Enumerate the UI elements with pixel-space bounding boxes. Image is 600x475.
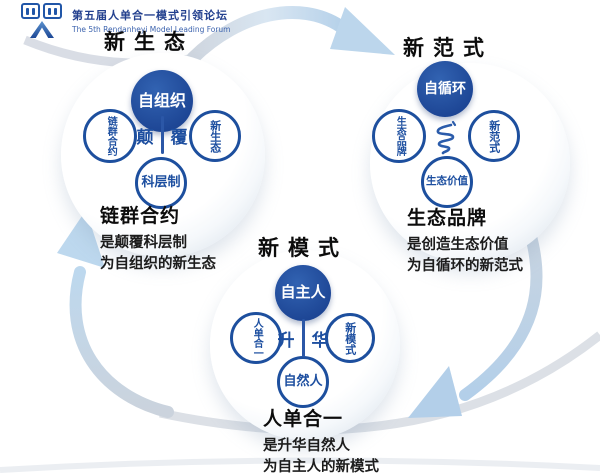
node-chain-group-contract: 链群合约 <box>83 109 137 163</box>
forum-logo: 第五届人单合一模式引领论坛 The 5th Rendanheyi Model L… <box>20 3 231 43</box>
spiral-icon <box>430 120 460 156</box>
node-bureaucracy: 科层制 <box>135 157 187 209</box>
node-natural-person: 自然人 <box>277 356 329 408</box>
forum-title-en: The 5th Rendanheyi Model Leading Forum <box>72 25 231 34</box>
center-label-sublimate: 升 华 <box>264 318 342 358</box>
cycle-arrow-top <box>186 6 395 65</box>
node-rendanheyi: 人单合一 <box>230 312 282 364</box>
node-new-ecosystem: 新生态 <box>189 110 241 162</box>
caption-new-paradigm: 生态品牌 是创造生态价值 为自循环的新范式 <box>407 203 523 277</box>
caption-line: 为自组织的新生态 <box>100 256 216 272</box>
node-ecosystem-value: 生态价值 <box>421 156 473 208</box>
node-new-paradigm: 新范式 <box>468 110 520 162</box>
node-new-model: 新模式 <box>325 313 375 363</box>
caption-new-model: 人单合一 是升华自然人 为自主人的新模式 <box>263 404 379 475</box>
cluster-header-new-model: 新模式 <box>258 236 348 260</box>
caption-line: 是颠覆科层制 <box>100 235 187 251</box>
caption-title: 人单合一 <box>263 408 344 430</box>
node-ecosystem-brand: 生态品牌 <box>372 109 426 163</box>
divider-line <box>160 116 164 154</box>
center-label-subvert: 颠 覆 <box>122 115 202 155</box>
cluster-header-new-paradigm: 新范式 <box>403 36 493 60</box>
caption-line: 为自主人的新模式 <box>263 459 379 475</box>
caption-new-ecosystem: 链群合约 是颠覆科层制 为自组织的新生态 <box>100 201 216 275</box>
cluster-header-new-ecosystem: 新生态 <box>104 30 194 54</box>
caption-line: 是升华自然人 <box>263 438 350 454</box>
node-self-circulation: 自循环 <box>417 61 473 117</box>
caption-line: 是创造生态价值 <box>407 237 509 253</box>
forum-title-cn: 第五届人单合一模式引领论坛 <box>72 9 228 22</box>
caption-title: 链群合约 <box>100 205 181 227</box>
caption-line: 为自循环的新范式 <box>407 258 523 274</box>
center-char: 华 <box>311 330 329 351</box>
center-char: 颠 <box>136 127 154 148</box>
logo-arch-icon <box>30 21 54 38</box>
logo-tile-icon <box>43 3 62 19</box>
logo-tile-icon <box>21 3 40 19</box>
caption-title: 生态品牌 <box>407 207 488 229</box>
cycle-arrow-left <box>57 210 174 418</box>
center-char: 覆 <box>170 127 188 148</box>
node-autonomous-person: 自主人 <box>275 265 331 321</box>
forum-logo-icon <box>20 3 66 43</box>
divider-line <box>301 319 305 357</box>
center-char: 升 <box>277 330 295 351</box>
